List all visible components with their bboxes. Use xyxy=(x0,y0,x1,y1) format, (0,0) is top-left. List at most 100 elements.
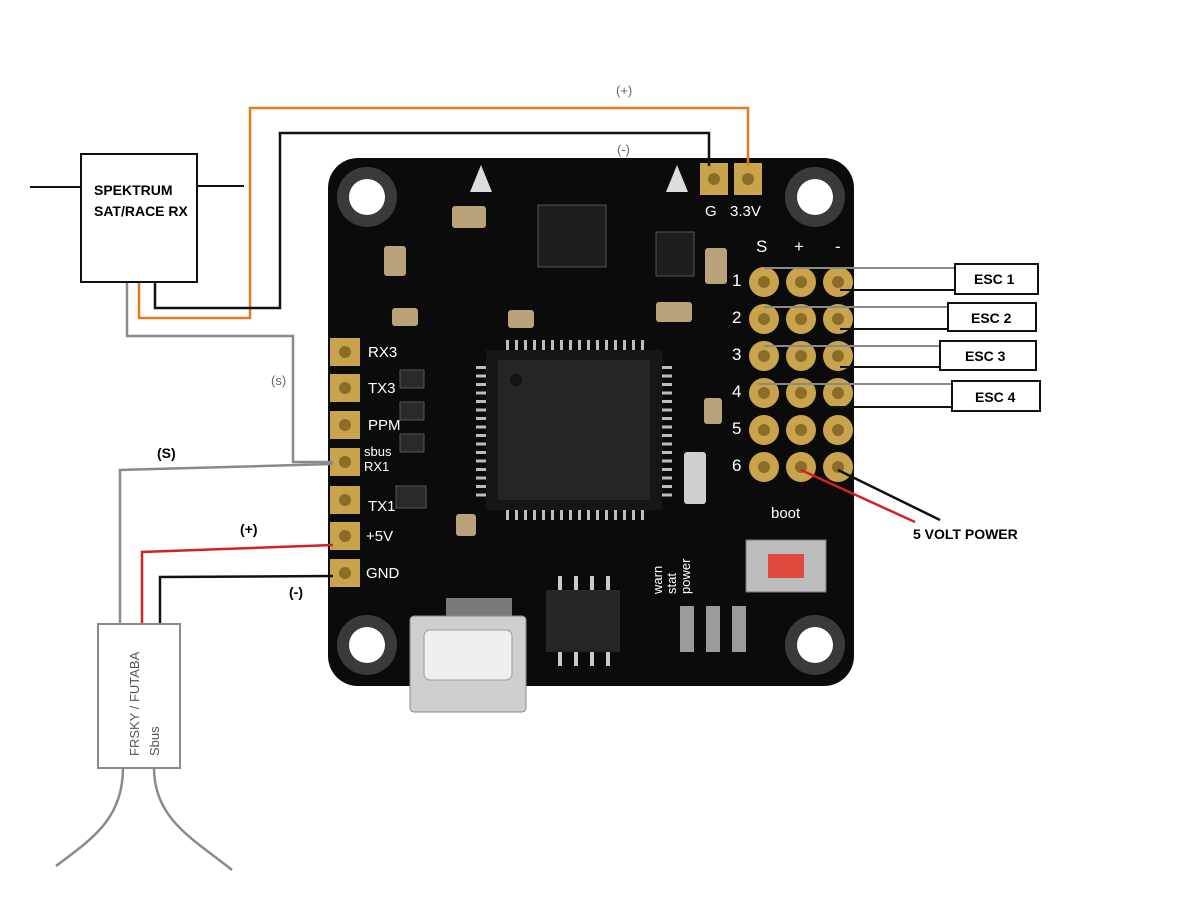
esc-pad-hole xyxy=(832,276,844,288)
mcu-pin xyxy=(614,340,617,350)
esc-pad-hole xyxy=(795,350,807,362)
wire-signal-gray-frsky xyxy=(118,462,334,624)
esc-pad-hole xyxy=(832,387,844,399)
label-3v3: 3.3V xyxy=(730,203,761,220)
boot-button[interactable] xyxy=(745,539,827,593)
esc-pad-hole xyxy=(832,313,844,325)
frsky-label-line1: FRSKY / FUTABA xyxy=(127,651,142,756)
esc-row-2: 2 xyxy=(732,308,741,327)
transistor xyxy=(399,369,425,389)
esc-pad-hole xyxy=(832,461,844,473)
usb-port[interactable] xyxy=(409,598,527,713)
mcu-pin xyxy=(641,340,644,350)
mcu-pin xyxy=(560,510,563,520)
mcu-pin xyxy=(662,417,672,420)
label-top-minus: (-) xyxy=(617,142,630,157)
esc-2-box: ESC 2 xyxy=(947,302,1037,332)
label-header-plus: + xyxy=(794,237,804,256)
mcu-pin xyxy=(476,417,486,420)
direction-arrow-icon xyxy=(666,165,688,192)
frsky-cable xyxy=(55,767,125,867)
mcu-pin xyxy=(662,400,672,403)
mcu-pin xyxy=(476,400,486,403)
mcu-pin xyxy=(569,510,572,520)
left-pin-pads xyxy=(330,338,360,587)
capacitor xyxy=(392,308,418,326)
mcu-chip xyxy=(476,340,672,520)
label-warn: warn xyxy=(650,566,665,595)
wire-signal-gray-spektrum xyxy=(125,282,333,464)
mcu-pin xyxy=(476,434,486,437)
esc-4-label: ESC 4 xyxy=(975,389,1016,405)
label-stat: stat xyxy=(664,573,679,594)
esc-1-label: ESC 1 xyxy=(974,271,1015,287)
mcu-pin xyxy=(662,434,672,437)
label-rx3: RX3 xyxy=(368,344,397,361)
label-left-plus: (+) xyxy=(240,521,258,537)
mcu-pin xyxy=(542,340,545,350)
label-header-minus: - xyxy=(835,237,841,256)
flash-chip xyxy=(546,576,620,666)
esc-pad-hole xyxy=(758,461,770,473)
label-signal-big: (S) xyxy=(157,445,176,461)
mcu-pin xyxy=(662,493,672,497)
esc-pad-hole xyxy=(758,276,770,288)
mcu-pin xyxy=(662,451,672,454)
esc-3-box: ESC 3 xyxy=(939,340,1037,371)
mcu-pin xyxy=(476,425,486,429)
frsky-cable xyxy=(152,767,233,871)
transistor xyxy=(399,401,425,421)
crystal xyxy=(684,452,706,504)
label-sbus: sbus xyxy=(364,444,392,459)
mcu-pin xyxy=(587,510,590,520)
wire-ground-black xyxy=(153,131,711,310)
mcu-pin xyxy=(476,366,486,369)
label-rx1: RX1 xyxy=(364,459,389,474)
esc-pad-hole xyxy=(758,387,770,399)
flight-controller-board: RX3 TX3 PPM sbus RX1 TX1 +5V GND G 3.3V … xyxy=(328,158,854,713)
mcu-pin xyxy=(476,408,486,412)
mcu-pin xyxy=(662,476,672,480)
esc-pad-hole xyxy=(795,276,807,288)
mcu-pin xyxy=(662,366,672,369)
frsky-label-line2: Sbus xyxy=(147,726,162,756)
capacitor xyxy=(384,246,406,276)
esc-row-4: 4 xyxy=(732,382,741,401)
mcu-pin xyxy=(524,510,527,520)
spektrum-label-line2: SAT/RACE RX xyxy=(94,203,189,219)
led-power xyxy=(732,606,746,652)
frsky-receiver: FRSKY / FUTABA Sbus xyxy=(97,623,181,769)
mcu-pin xyxy=(551,340,554,350)
label-gnd: GND xyxy=(366,565,400,582)
mcu-pin xyxy=(506,340,509,350)
mcu-pin xyxy=(605,510,608,520)
mcu-pin xyxy=(662,391,672,395)
led-warn xyxy=(680,606,694,652)
label-g: G xyxy=(705,203,717,220)
capacitor xyxy=(456,514,476,536)
mcu-pin xyxy=(569,340,572,350)
mcu-pin xyxy=(533,340,536,350)
esc-2-label: ESC 2 xyxy=(971,310,1012,326)
capacitor xyxy=(704,398,722,424)
mounting-hole-bottom-left xyxy=(337,615,397,675)
transistor xyxy=(399,433,425,453)
label-ppm: PPM xyxy=(368,417,401,434)
mcu-pin xyxy=(587,340,590,350)
mcu-pin xyxy=(578,340,581,350)
esc-3-label: ESC 3 xyxy=(965,348,1006,364)
esc-pad-hole xyxy=(758,350,770,362)
mcu-pin xyxy=(605,340,608,350)
mcu-pin xyxy=(623,340,626,350)
wire-5v-black xyxy=(837,468,941,522)
mcu-pin xyxy=(641,510,644,520)
mcu-pin xyxy=(596,510,599,520)
mcu-pin xyxy=(614,510,617,520)
label-top-plus: (+) xyxy=(616,83,632,98)
label-signal-small: (s) xyxy=(271,373,286,388)
mcu-pin xyxy=(578,510,581,520)
wire-3v3-orange xyxy=(137,106,750,320)
mcu-pin xyxy=(662,459,672,463)
label-left-minus: (-) xyxy=(289,584,303,600)
label-boot: boot xyxy=(771,505,801,522)
